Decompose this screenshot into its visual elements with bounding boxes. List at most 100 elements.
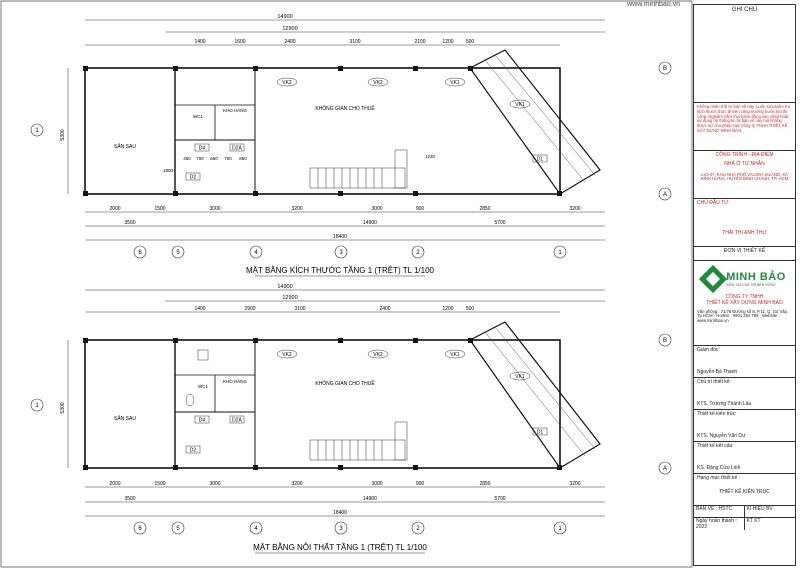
dim-bottom: 3200 [569,481,580,487]
dim-total: 18400 [333,234,347,240]
dim-bottom: 2850 [479,481,490,487]
notes-section: GHI CHÚ [694,5,795,103]
dim-top-7: 2100 [414,39,425,45]
symbol-value-2: KT [754,518,761,524]
symbol-value: KT [746,518,753,524]
axis-label: 1 [35,403,39,409]
axis-label: 2 [416,250,420,256]
door-tag: D2 [190,448,197,454]
date-label: Ngày hoàn thành : 2022 [694,518,745,530]
axis-label: 2 [416,526,420,532]
dim-top-4: 1600 [234,39,245,45]
dim-bottom: 2000 [109,206,120,212]
logo-sub: KIẾN TẠO GIÁ TRỊ BỀN VỮNG [726,283,776,288]
title-block: GHI CHÚ Không nhân tỉ lệ từ bản vẽ này. … [693,4,796,566]
axis-label: 4 [254,526,258,532]
room-label: KHO HÀNG [223,107,248,113]
struct-section: Thiết kế kết cấu: KS. Đặng Cửu Linh [694,442,795,474]
door-tag: VK1 [515,374,525,380]
dim-top-2: 12900 [282,295,297,301]
signature [697,450,792,466]
door-tag: D1 [537,430,544,436]
dim-top-total: 14900 [277,14,292,20]
dim-top: 2900 [244,306,255,312]
door-tag: VK2 [373,352,383,358]
dim-bottom: 3200 [569,206,580,212]
axis-label: 6 [138,250,142,256]
door-tag: VK1 [450,80,460,86]
designer-label: ĐƠN VỊ THIẾT KẾ [694,247,795,261]
chief-section: Chủ trì thiết kế: KTS. Trương Thành Lâu [694,378,795,410]
dim-top-8: 1200 [442,39,453,45]
dim-bottom: 3500 [124,220,135,226]
signature [697,386,792,402]
dim-bottom: 14900 [363,220,377,226]
watermark: www.minhbao.vn [627,1,680,8]
dim-top-total: 14900 [277,284,292,290]
door-tag: D1 [537,157,544,163]
dim-top-9: 500 [466,39,475,45]
plan-top: 14900 12900 1400 1600 2400 3100 2100 120… [30,14,672,277]
drawing-info: BẢN VẼ : HSTC KÍ HIỆU BV Ngày hoàn thành… [694,506,795,530]
floor-plan-svg: 14900 12900 1400 1600 2400 3100 2100 120… [0,0,693,568]
dim-top-2: 12900 [282,26,297,32]
dim-bottom: 2000 [109,481,120,487]
dim-bottom: 3500 [124,496,135,502]
door-tag: D2A [232,146,242,152]
dim-bottom: 14900 [363,496,377,502]
axis-label: B [663,66,667,72]
plan-bottom: 14900 12900 1400 2900 3100 2400 1200 500 [30,284,672,554]
dim-bottom: 3000 [209,481,220,487]
axis-label: A [663,466,667,472]
item-label: Hạng mục thiết kế : [697,475,741,481]
dim-inner: 850 [239,156,247,161]
owner-label: CHỦ ĐẦU TƯ [697,200,729,206]
project-section: CÔNG TRÌNH - ĐỊA ĐIỂM NHÀ Ở TƯ NHÂN LK2-… [694,151,795,199]
axis-label: 1 [558,250,562,256]
notes-title: GHI CHÚ [731,7,758,13]
dim-bottom: 900 [416,206,425,212]
axis-label: 1 [35,128,39,134]
axis-label: 6 [138,526,142,532]
dim-inner: 450 [183,156,191,161]
dim-bottom: 5700 [494,220,505,226]
dim-bottom: 3000 [209,206,220,212]
dim-bottom: 3200 [291,206,302,212]
door-tag: D4 [199,146,206,152]
dim-top: 1400 [194,306,205,312]
dim-inner: 650 [210,156,218,161]
plan-title: MẶT BẰNG NỘI THẤT TẦNG 1 (TRỆT) TL 1/100 [253,542,427,552]
axis-label: 3 [339,250,343,256]
arch-section: Thiết kế kiến trúc: KTS. Nguyễn Văn Dư [694,410,795,442]
owner-section: CHỦ ĐẦU TƯ THÁI THỊ ANH THƯ [694,199,795,247]
owner-name: THÁI THỊ ANH THƯ [722,229,767,236]
dim-top: 2400 [379,306,390,312]
door-tag: D2A [232,418,242,424]
struct-label: Thiết kế kết cấu: [697,443,734,449]
item-name: THIẾT KẾ KIẾN TRÚC [719,488,770,495]
director-label: Giám đốc: [697,347,720,353]
axis-label: 5 [176,526,180,532]
dim-bottom: 1500 [154,481,165,487]
dim-total: 18400 [333,510,347,516]
director-name: Nguyễn Bá Thanh [697,368,738,375]
chief-label: Chủ trì thiết kế: [697,379,731,385]
door-tag: VK2 [282,80,292,86]
dim-bottom: 3200 [291,481,302,487]
door-tag: VK1 [515,102,525,108]
arch-label: Thiết kế kiến trúc: [697,411,737,417]
dim-top: 500 [466,306,475,312]
arch-name: KTS. Nguyễn Văn Dư [697,432,746,439]
dim-top-6: 3100 [349,39,360,45]
dim-bottom: 3000 [371,206,382,212]
logo-text: MINH BẢO [726,270,786,283]
axis-label: 3 [339,526,343,532]
signature [697,354,792,370]
door-tag: VK1 [450,352,460,358]
symbol-values: KT KT [745,518,796,530]
room-label: KHO HÀNG [223,378,248,384]
dim-top: 1200 [442,306,453,312]
drawing-label: BẢN VẼ : HSTC [694,506,745,518]
company-line2: THIẾT KẾ XÂY DỰNG MINH BẢO [706,299,783,306]
room-label: KHÔNG GIAN CHO THUÊ [315,379,375,387]
